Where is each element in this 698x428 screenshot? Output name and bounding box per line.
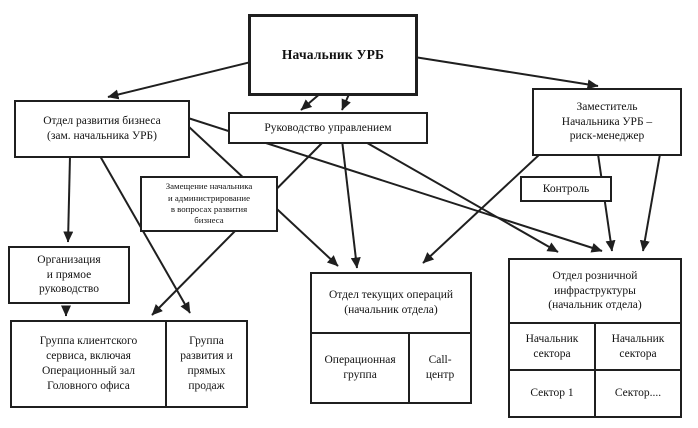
- node-label-line: Операционный зал: [41, 365, 136, 377]
- node-label-line: руководство: [39, 283, 99, 296]
- node-label-line: (зам. начальника УРБ): [47, 130, 157, 142]
- node-retail-compound: Отдел розничной инфраструктуры (начальни…: [508, 258, 682, 418]
- node-label-line: сервиса, включая: [46, 350, 131, 363]
- node-groups-compound: Группа клиентского сервиса, включая Опер…: [10, 320, 248, 408]
- node-sector-head-2: Начальник сектора: [594, 324, 680, 369]
- node-label-line: Руководство управлением: [264, 121, 392, 134]
- node-substitution-label: Замещение начальника и администрирование…: [140, 176, 278, 232]
- node-label-line: в вопросах развития: [170, 204, 248, 214]
- node-biz-dev: Отдел развития бизнеса (зам. начальника …: [14, 100, 190, 158]
- node-label-line: риск-менеджер: [569, 130, 645, 143]
- node-current-ops: Отдел текущих операций (начальник отдела…: [312, 274, 470, 332]
- node-label-line: Группа клиентского: [39, 335, 138, 348]
- arrow-deputy-to-retail: [639, 153, 661, 252]
- node-label-line: Группа: [189, 335, 224, 348]
- node-label-line: Сектор 1: [530, 387, 574, 400]
- node-sector-head-1: Начальник сектора: [510, 324, 594, 369]
- arrow-bizdev-to-salesgroup: [99, 155, 191, 314]
- node-label-line: развития и: [180, 350, 233, 363]
- node-label-line: Контроль: [542, 182, 590, 195]
- node-head-urb-label: Начальник УРБ: [281, 47, 385, 63]
- node-label-line: и администрирование: [168, 192, 250, 203]
- node-sector-1: Сектор 1: [510, 371, 594, 416]
- node-label-line: сектора: [619, 347, 657, 360]
- node-label-line: центр: [425, 369, 455, 381]
- arrow-deputy-control-to-retail: [597, 153, 616, 252]
- node-label-line: Начальника УРБ –: [561, 115, 653, 128]
- node-management: Руководство управлением: [228, 112, 428, 144]
- node-label-line: Отдел текущих операций: [328, 289, 453, 302]
- arrow-deputy-to-currentops: [422, 153, 541, 264]
- node-label-line: Операционная: [324, 354, 396, 367]
- node-sales-group: Группа развития и прямых продаж: [165, 322, 246, 406]
- node-label-line: Организация: [37, 253, 101, 266]
- node-label-line: Сектор....: [614, 387, 662, 400]
- node-label-line: прямых: [187, 365, 226, 377]
- node-label-line: (начальник отдела): [344, 304, 438, 316]
- node-client-group: Группа клиентского сервиса, включая Опер…: [12, 322, 165, 406]
- node-sector-n: Сектор....: [594, 371, 680, 416]
- node-label-line: и прямое: [46, 268, 92, 281]
- node-label-line: продаж: [188, 379, 225, 392]
- node-label-line: инфраструктуры: [554, 284, 636, 297]
- node-label-line: Отдел развития бизнеса: [43, 115, 161, 128]
- node-label-line: Начальник: [611, 332, 665, 345]
- arrow-bizdev-to-organization: [63, 155, 74, 243]
- node-retail: Отдел розничной инфраструктуры (начальни…: [510, 260, 680, 322]
- node-label-line: (начальник отдела): [548, 299, 642, 312]
- node-label-line: группа: [343, 369, 377, 381]
- node-label-line: Заместитель: [576, 100, 638, 113]
- arrow-management-to-retail: [361, 139, 559, 253]
- node-label-line: Call-: [428, 354, 452, 367]
- node-deputy: Заместитель Начальника УРБ – риск-менедж…: [532, 88, 682, 156]
- node-label-line: Отдел розничной: [552, 269, 638, 282]
- arrow-management-to-currentops: [341, 139, 361, 269]
- node-label-line: Начальник: [525, 332, 579, 345]
- node-ops-group: Операционная группа: [312, 334, 408, 402]
- node-call-center: Call- центр: [408, 334, 470, 402]
- node-head-urb: Начальник УРБ: [248, 14, 418, 96]
- node-label-line: Замещение начальника: [165, 181, 253, 192]
- node-label-line: сектора: [533, 347, 571, 360]
- node-label-line: бизнеса: [194, 215, 224, 226]
- node-label-line: Головного офиса: [47, 379, 130, 392]
- node-control-label: Контроль: [520, 176, 612, 202]
- node-organization-label: Организация и прямое руководство: [8, 246, 130, 304]
- node-current-ops-compound: Отдел текущих операций (начальник отдела…: [310, 272, 472, 404]
